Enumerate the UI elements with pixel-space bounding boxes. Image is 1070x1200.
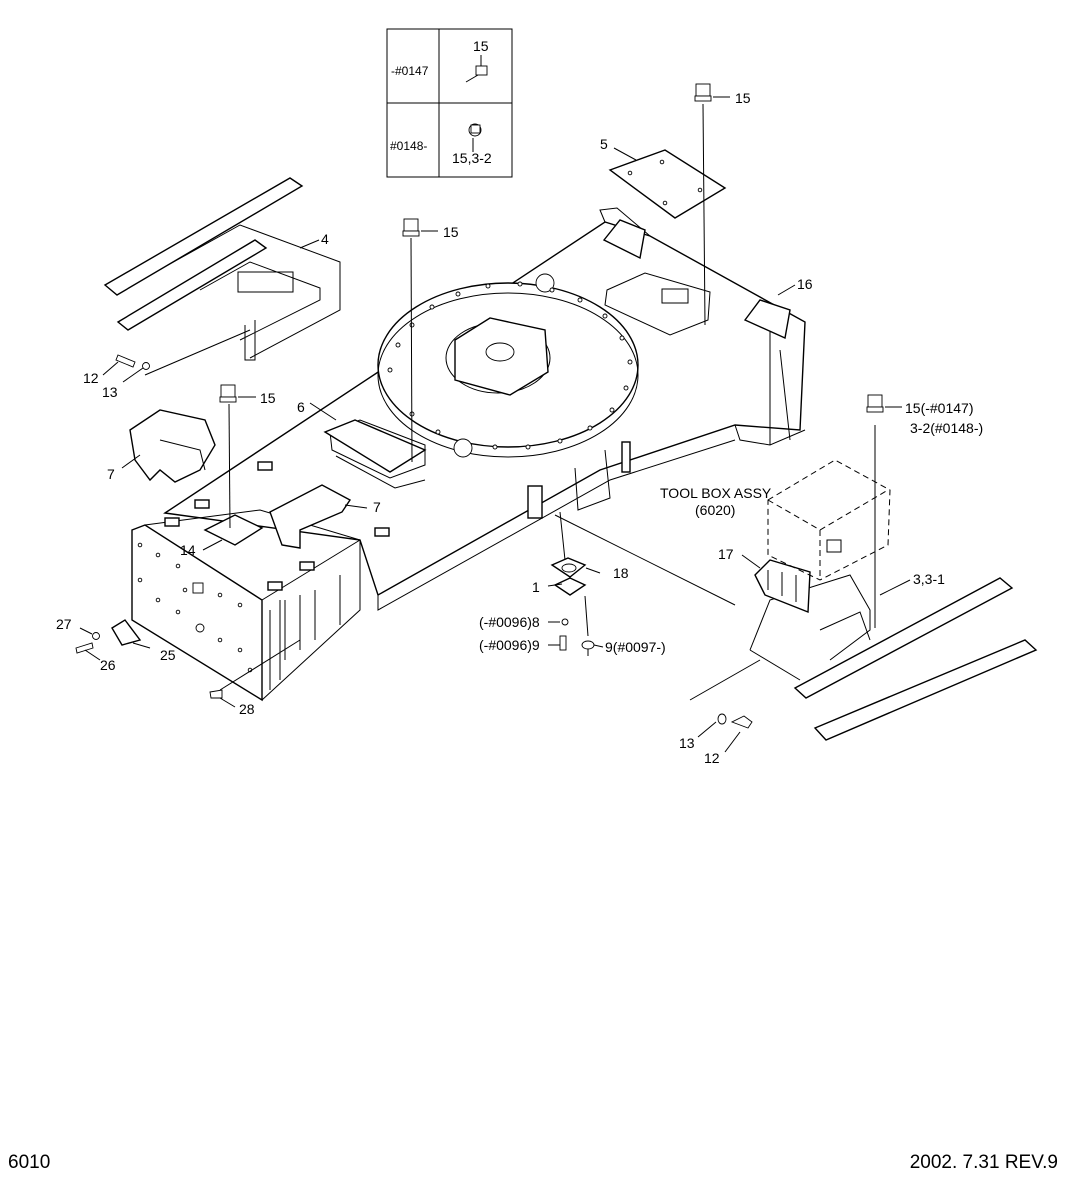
- callout-26: 26: [100, 657, 116, 673]
- bolt-icon: [465, 55, 488, 83]
- washer-icon: [142, 362, 150, 370]
- fasteners: [75, 83, 884, 729]
- cover-6: [323, 419, 427, 473]
- callout-15-right-b: 3-2(#0148-): [910, 420, 983, 436]
- bolt-icon: [219, 384, 237, 403]
- upper-frame: [131, 207, 806, 702]
- callout-25: 25: [160, 647, 176, 663]
- callout-14: 14: [180, 542, 196, 558]
- callout-27: 27: [56, 616, 72, 632]
- callout-15-right-a: 15(-#0147): [905, 400, 974, 416]
- callout-12-right: 12: [704, 750, 720, 766]
- bolt-icon: [730, 715, 753, 729]
- callout-15-top-right: 15: [735, 90, 751, 106]
- plate-14: [203, 514, 264, 546]
- serial-inset-table: -#0147 #0148- 15 15,3-2: [386, 28, 513, 178]
- bolt-icon: [115, 354, 136, 368]
- bolt-icon: [581, 640, 595, 656]
- bolt-icon: [694, 83, 712, 102]
- washer-icon: [561, 618, 569, 626]
- tool-box-assy: [767, 459, 891, 581]
- callout-9-left: (-#0096)9: [479, 637, 540, 653]
- bolt-icon: [866, 394, 884, 413]
- inset-callout-2: 15,3-2: [452, 150, 492, 166]
- callout-17: 17: [718, 546, 734, 562]
- callout-13-right: 13: [679, 735, 695, 751]
- step-left: [103, 177, 341, 361]
- cover-7-mid: [269, 484, 352, 549]
- leader-lines: [79, 96, 911, 753]
- washer-icon: [92, 632, 100, 640]
- callout-15-left: 15: [260, 390, 276, 406]
- cover-7-left: [129, 409, 216, 483]
- page-number: 6010: [8, 1152, 51, 1173]
- callout-13-left: 13: [102, 384, 118, 400]
- callout-6: 6: [297, 399, 305, 415]
- callout-4: 4: [321, 231, 329, 247]
- callout-5: 5: [600, 136, 608, 152]
- bracket-17: [754, 559, 811, 614]
- callout-12-left: 12: [83, 370, 99, 386]
- ring-bolt-holes: [387, 281, 633, 450]
- callout-8: (-#0096)8: [479, 614, 540, 630]
- step-right: [749, 574, 1038, 741]
- serial-cell-2: #0148-: [390, 139, 427, 153]
- callout-15-center: 15: [443, 224, 459, 240]
- plate-18: [550, 557, 587, 596]
- bolt-icon: [402, 218, 420, 237]
- bolt-washer-icon: [468, 123, 482, 152]
- callout-3: 3,3-1: [913, 571, 945, 587]
- bracket-25: [111, 619, 142, 646]
- inset-callout-1: 15: [473, 38, 489, 54]
- callout-7-mid: 7: [373, 499, 381, 515]
- callout-28: 28: [239, 701, 255, 717]
- serial-cell-1: -#0147: [391, 64, 429, 78]
- revision-date: 2002. 7.31 REV.9: [909, 1152, 1058, 1173]
- bolt-icon: [75, 642, 94, 654]
- bolt-icon: [209, 689, 223, 699]
- tool-box-name: TOOL BOX ASSY: [660, 485, 772, 501]
- tool-box-ref: (6020): [695, 502, 735, 518]
- callout-1: 1: [532, 579, 540, 595]
- callout-18: 18: [613, 565, 629, 581]
- callout-16: 16: [797, 276, 813, 292]
- callout-9-right: 9(#0097-): [605, 639, 666, 655]
- bolt-icon: [559, 635, 567, 651]
- callout-7-left: 7: [107, 466, 115, 482]
- callout-labels: 15 5 15 4 16 12 13 15 6 15(-#0147) 3-2(#…: [56, 90, 983, 766]
- washer-icon: [717, 713, 727, 725]
- cover-5: [608, 149, 727, 219]
